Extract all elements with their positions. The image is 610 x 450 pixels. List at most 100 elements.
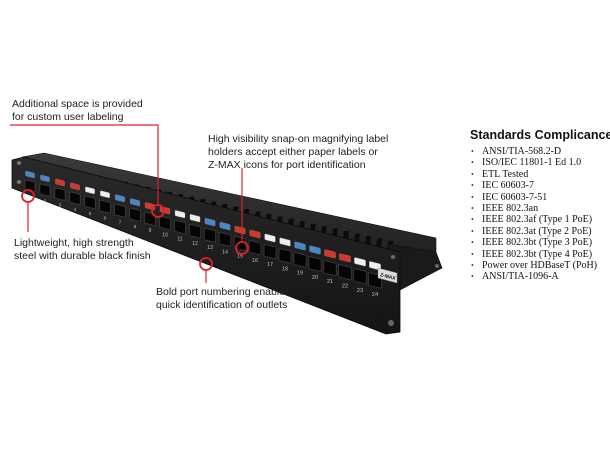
marker-numbering xyxy=(199,257,213,271)
standards-item: IEEE 802.3an xyxy=(470,203,610,215)
port-number: 3 xyxy=(59,203,62,208)
leader-labeling xyxy=(10,124,159,205)
standards-item: Power over HDBaseT (PoH) xyxy=(470,260,610,272)
rj45-port xyxy=(323,260,337,276)
port-label-holder xyxy=(219,221,231,231)
port-label-holder xyxy=(324,249,336,259)
marker-holders xyxy=(235,241,249,255)
rj45-port xyxy=(353,268,367,285)
port-number: 10 xyxy=(162,232,168,238)
standards-item: IEEE 802.3bt (Type 3 PoE) xyxy=(470,237,610,249)
port-number: 20 xyxy=(312,275,318,281)
rj45-port xyxy=(54,187,66,201)
standards-panel: Standards Complicance ANSI/TIA-568.2-DIS… xyxy=(470,128,610,283)
standards-item: IEC 60603-7-51 xyxy=(470,192,610,204)
standards-item: IEEE 802.3af (Type 1 PoE) xyxy=(470,214,610,226)
port-label-holder xyxy=(354,257,366,267)
port-number: 19 xyxy=(297,271,303,277)
port-label-holder xyxy=(189,214,201,223)
port-label-holder xyxy=(55,178,65,187)
rj45-port xyxy=(308,256,322,272)
brand-label: Z-MAX xyxy=(379,272,396,282)
rj45-port xyxy=(159,215,171,230)
port-number: 12 xyxy=(192,241,198,247)
standards-item: IEEE 802.3bt (Type 4 PoE) xyxy=(470,249,610,261)
port-label-holder xyxy=(249,229,261,239)
rj45-port xyxy=(218,232,232,247)
port-label-holder xyxy=(204,218,216,227)
port-number: 4 xyxy=(74,207,77,213)
port-number: 22 xyxy=(342,284,348,290)
port-number: 24 xyxy=(372,292,379,298)
port-number: 14 xyxy=(222,249,228,255)
port-label-holder xyxy=(279,237,291,247)
rj45-port xyxy=(84,195,96,210)
port-number: 18 xyxy=(282,266,288,272)
standards-item: ETL Tested xyxy=(470,169,610,181)
callout-holders: High visibility snap-on magnifying label… xyxy=(208,133,389,171)
mounting-hole-left-top xyxy=(16,161,22,165)
port-label-holder xyxy=(129,198,141,207)
port-number: 16 xyxy=(252,258,258,264)
port-label-holder xyxy=(309,245,321,255)
marker-labeling xyxy=(151,204,165,218)
standards-item: IEC 60603-7 xyxy=(470,180,610,192)
port-number: 11 xyxy=(177,237,182,243)
callout-steel: Lightweight, high strength steel with du… xyxy=(14,237,151,262)
rj45-port xyxy=(39,183,51,197)
port-label-holder xyxy=(40,174,50,183)
rj45-port xyxy=(144,211,156,226)
port-number: 15 xyxy=(237,254,243,260)
port-number: 13 xyxy=(207,245,213,251)
cable-bar-slot xyxy=(364,235,372,245)
port-number: 1 xyxy=(29,194,32,199)
bracket-hole xyxy=(435,264,439,268)
callout-labeling: Additional space is provided for custom … xyxy=(12,98,143,123)
rj45-port xyxy=(174,219,186,235)
port-label-holder xyxy=(85,186,95,195)
rj45-port xyxy=(69,191,81,205)
port-number: 8 xyxy=(134,224,137,230)
mounting-hole-right-top xyxy=(390,255,396,259)
rj45-port xyxy=(233,236,247,251)
port-label-holder xyxy=(294,241,306,251)
marker-steel xyxy=(21,189,35,203)
cable-bar-slot xyxy=(376,238,383,248)
rj45-port xyxy=(263,244,277,260)
callout-leaders xyxy=(10,124,249,283)
port-number: 2 xyxy=(44,198,47,203)
port-number: 21 xyxy=(327,279,333,285)
patch-panel-face xyxy=(11,156,401,335)
rj45-port xyxy=(293,252,307,268)
port-label-holder xyxy=(115,194,125,203)
rj45-port xyxy=(278,248,292,264)
standards-list: ANSI/TIA-568.2-DISO/IEC 11801-1 Ed 1.0ET… xyxy=(470,146,610,283)
port-number: 6 xyxy=(104,215,107,221)
port-number: 5 xyxy=(89,211,92,217)
rj45-port xyxy=(248,240,262,256)
port-label-holder xyxy=(25,170,35,179)
rj45-port xyxy=(114,203,126,218)
standards-item: ANSI/TIA-568.2-D xyxy=(470,146,610,158)
port-number: 17 xyxy=(267,262,273,268)
standards-title: Standards Complicance xyxy=(470,128,610,142)
standards-item: ISO/IEC 11801-1 Ed 1.0 xyxy=(470,157,610,169)
brand-plate: Z-MAX xyxy=(377,267,398,284)
rj45-port xyxy=(203,228,217,243)
port-label-holder xyxy=(339,253,351,263)
rj45-port xyxy=(129,207,141,222)
port-number: 23 xyxy=(357,288,363,294)
standards-item: IEEE 802.3at (Type 2 PoE) xyxy=(470,226,610,238)
standards-item: ANSI/TIA-1096-A xyxy=(470,271,610,283)
port-label-holder xyxy=(174,210,186,219)
port-label-holder xyxy=(100,190,110,199)
port-number: 9 xyxy=(149,228,152,234)
rj45-port xyxy=(99,199,111,214)
mounting-hole-left-bottom xyxy=(16,180,22,184)
port-label-holder xyxy=(70,182,80,191)
mounting-hole-right-bottom xyxy=(388,320,394,326)
port-label-holder xyxy=(264,233,276,243)
port-number: 7 xyxy=(119,220,122,226)
